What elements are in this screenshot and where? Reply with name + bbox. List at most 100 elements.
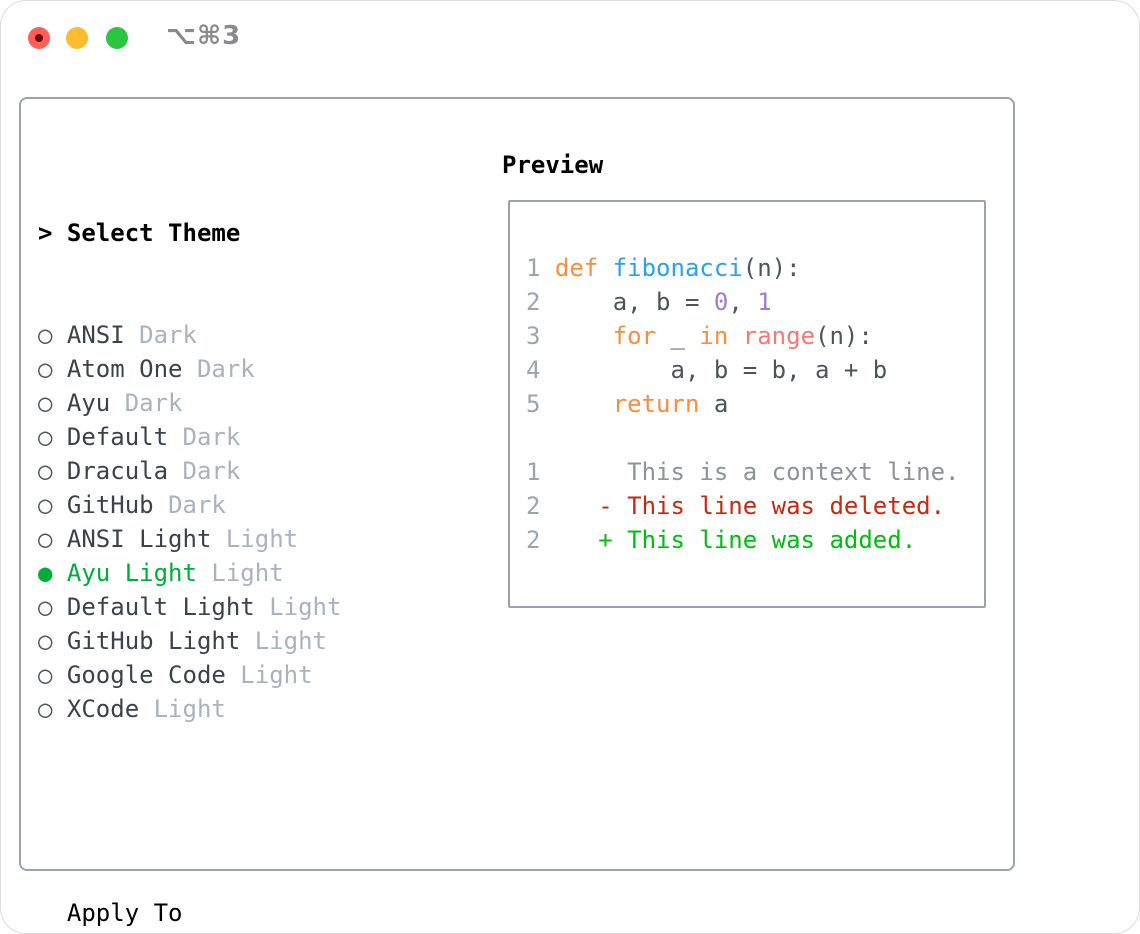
theme-list: ○ ANSI Dark○ Atom One Dark○ Ayu Dark○ De… [38, 318, 443, 726]
theme-option[interactable]: ○ Dracula Dark [38, 454, 443, 488]
theme-variant-badge: Dark [168, 491, 226, 519]
blank-line [526, 424, 540, 452]
theme-option[interactable]: ● Ayu Light Light [38, 556, 443, 590]
theme-name: Atom One [66, 355, 197, 383]
preview-code-line: 1 This is a context line. [526, 455, 959, 489]
theme-picker-column: > Select Theme ○ ANSI Dark○ Atom One Dar… [38, 148, 443, 934]
theme-name: Default Light [66, 593, 270, 621]
preview-code-line: 2 + This line was added. [526, 523, 959, 557]
theme-variant-badge: Dark [124, 389, 183, 417]
preview-code-line: 3 for _ in range(n): [526, 319, 959, 353]
theme-variant-badge: Dark [182, 457, 241, 485]
theme-option[interactable]: ○ ANSI Light Light [38, 522, 443, 556]
code-token: a [699, 390, 729, 418]
code-token: range [742, 322, 816, 350]
theme-option[interactable]: ○ XCode Light [38, 692, 443, 726]
theme-name: ANSI [66, 321, 140, 349]
line-number: 2 [526, 288, 555, 316]
preview-code-line: 2 a, b = 0, 1 [526, 285, 959, 319]
preview-code-line: 5 return a [526, 387, 959, 421]
theme-name: Google Code [66, 661, 241, 689]
unsaved-changes-dot-icon [35, 34, 43, 42]
theme-variant-badge: Light [254, 627, 327, 655]
code-token: 1 [757, 288, 772, 316]
minimize-button[interactable] [66, 27, 88, 49]
radio-unselected-icon: ○ [38, 355, 67, 383]
theme-variant-badge: Light [153, 695, 226, 723]
radio-unselected-icon: ○ [38, 491, 67, 519]
theme-variant-badge: Light [211, 559, 284, 587]
theme-variant-badge: Light [269, 593, 342, 621]
radio-unselected-icon: ○ [38, 661, 67, 689]
preview-code-line: 2 - This line was deleted. [526, 489, 959, 523]
theme-name: GitHub [66, 491, 169, 519]
preview-header: Preview [502, 151, 604, 179]
theme-name: Default [66, 423, 183, 451]
radio-selected-icon: ● [38, 559, 67, 587]
code-token [555, 322, 613, 350]
theme-name: XCode [66, 695, 154, 723]
code-token: , [728, 288, 758, 316]
theme-variant-badge: Dark [182, 423, 241, 451]
line-number: 1 [526, 458, 555, 486]
window-title: ⌥⌘3 [166, 21, 242, 51]
theme-option[interactable]: ○ GitHub Light Light [38, 624, 443, 658]
code-token: a, b = b, a + b [554, 356, 888, 384]
radio-unselected-icon: ○ [38, 695, 67, 723]
code-token [555, 390, 613, 418]
theme-option[interactable]: ○ Ayu Dark [38, 386, 443, 420]
theme-name: Dracula [66, 457, 183, 485]
code-token: 0 [713, 288, 729, 316]
line-number: 2 [526, 526, 555, 554]
theme-variant-badge: Light [225, 525, 299, 553]
theme-variant-badge: Dark [196, 355, 255, 383]
code-token: + This line was added. [554, 526, 917, 554]
radio-unselected-icon: ○ [38, 593, 67, 621]
prompt-icon: > [38, 219, 53, 247]
theme-option[interactable]: ○ Google Code Light [38, 658, 443, 692]
theme-option[interactable]: ○ Default Light Light [38, 590, 443, 624]
theme-option[interactable]: ○ GitHub Dark [38, 488, 443, 522]
spacer-row [38, 794, 443, 828]
code-token [728, 322, 742, 350]
code-token: This is a context line. [554, 458, 960, 486]
zoom-button[interactable] [106, 27, 128, 49]
theme-name: Ayu [66, 389, 125, 417]
code-token: def [554, 254, 613, 282]
radio-unselected-icon: ○ [38, 627, 67, 655]
line-number: 2 [526, 492, 555, 520]
code-token: return [612, 390, 700, 418]
code-token: (n): [742, 254, 801, 282]
code-token: in [699, 322, 729, 350]
theme-name: Ayu Light [66, 559, 212, 587]
theme-option[interactable]: ○ Default Dark [38, 420, 443, 454]
close-button[interactable] [28, 27, 50, 49]
radio-unselected-icon: ○ [38, 321, 67, 349]
preview-code-line: 1 def fibonacci(n): [526, 251, 959, 285]
line-number: 4 [526, 356, 555, 384]
select-theme-header-label: Select Theme [66, 219, 241, 247]
line-number: 1 [526, 254, 555, 282]
theme-picker-panel: > Select Theme ○ ANSI Dark○ Atom One Dar… [19, 97, 1015, 927]
theme-name: GitHub Light [66, 627, 255, 655]
theme-option[interactable]: ○ ANSI Dark [38, 318, 443, 352]
code-token: (n): [815, 322, 873, 350]
radio-unselected-icon: ○ [38, 525, 67, 553]
preview-code-line: 4 a, b = b, a + b [526, 353, 959, 387]
line-number: 5 [526, 390, 555, 418]
theme-variant-badge: Light [240, 661, 313, 689]
code-token: for [612, 322, 657, 350]
radio-unselected-icon: ○ [38, 423, 67, 451]
theme-option[interactable]: ○ Atom One Dark [38, 352, 443, 386]
radio-unselected-icon: ○ [38, 457, 67, 485]
code-token: - This line was deleted. [554, 492, 946, 520]
code-token: fibonacci [612, 254, 743, 282]
code-token: _ [656, 322, 700, 350]
line-number: 3 [526, 322, 555, 350]
select-theme-header: > Select Theme [38, 216, 443, 250]
theme-name: ANSI Light [66, 525, 226, 553]
preview-code-line [526, 421, 959, 455]
